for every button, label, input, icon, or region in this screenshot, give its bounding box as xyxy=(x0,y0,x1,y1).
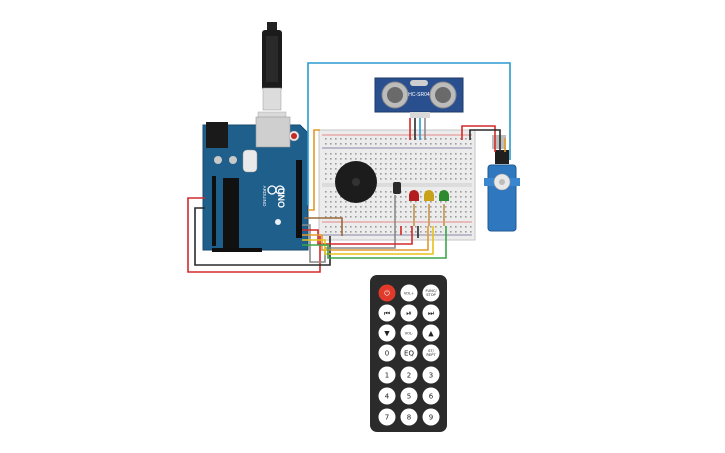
remote-button-label: EQ xyxy=(404,350,414,358)
remote-button-label: 2 xyxy=(407,372,411,380)
remote-button-label: 3 xyxy=(429,372,433,380)
remote-button-label: ⏮ xyxy=(384,310,390,318)
remote-button-five[interactable]: 5 xyxy=(400,387,418,405)
remote-button-label: ▼ xyxy=(384,330,390,338)
remote-button-up[interactable]: ▲ xyxy=(422,324,440,342)
ir-receiver xyxy=(393,182,401,194)
reset-button xyxy=(291,133,297,139)
remote-button-play-pause[interactable]: ⏯ xyxy=(400,304,418,322)
remote-button-one[interactable]: 1 xyxy=(378,366,396,384)
remote-button-label: 0 xyxy=(385,350,389,358)
remote-button-four[interactable]: 4 xyxy=(378,387,396,405)
remote-button-label: 4 xyxy=(385,393,390,401)
remote-button-label: VOL- xyxy=(405,331,414,335)
remote-button-label: ST/ xyxy=(428,349,434,353)
sensor-label: HC-SR04 xyxy=(408,92,430,98)
arduino-board: ARDUINO UNO xyxy=(202,116,309,252)
remote-button-func-stop[interactable]: FUNC/STOP xyxy=(422,284,440,302)
remote-button-three[interactable]: 3 xyxy=(422,366,440,384)
remote-button-label: 7 xyxy=(385,414,389,422)
arduino-model: UNO xyxy=(276,188,286,208)
remote-button-label: ⏭ xyxy=(428,310,435,318)
microcontroller-chip xyxy=(223,178,239,248)
wire-red-bottom xyxy=(187,197,321,273)
remote-button-two[interactable]: 2 xyxy=(400,366,418,384)
wire-black-servo xyxy=(469,129,501,152)
wire-gray xyxy=(302,195,396,263)
arduino-brand: ARDUINO xyxy=(262,186,267,207)
remote-button-label: ⏯ xyxy=(406,310,412,318)
wire-black-bottom xyxy=(194,207,331,266)
wires xyxy=(187,62,511,273)
remote-button-down[interactable]: ▼ xyxy=(378,324,396,342)
remote-button-label: 8 xyxy=(407,414,411,422)
remote-button-st-rept[interactable]: ST/REPT xyxy=(422,344,440,362)
remote-button-vol-plus[interactable]: VOL+ xyxy=(400,284,418,302)
remote-button-rewind[interactable]: ⏮ xyxy=(378,304,396,322)
wire-blue xyxy=(307,62,511,205)
digital-header xyxy=(296,160,302,238)
ultrasonic-sensor: HC-SR04 xyxy=(374,77,464,118)
remote-button-fast-forward[interactable]: ⏭ xyxy=(422,304,440,322)
wire-red-servo xyxy=(461,125,496,152)
buzzer xyxy=(335,161,377,203)
resistors xyxy=(413,204,445,226)
ir-remote: ⏻ VOL+ FUNC/STOP ⏮ ⏯ ⏭ ▼ VOL- ▲ 0 EQ ST/REPT 1 2 3 4 5 6 7… xyxy=(370,275,447,432)
remote-button-label: FUNC/ xyxy=(425,289,437,293)
remote-button-label: VOL+ xyxy=(404,291,414,295)
remote-button-seven[interactable]: 7 xyxy=(378,408,396,426)
remote-button-label: ⏻ xyxy=(384,290,390,298)
remote-button-label: 5 xyxy=(407,393,411,401)
crystal xyxy=(242,149,258,173)
remote-button-eight[interactable]: 8 xyxy=(400,408,418,426)
remote-button-eq[interactable]: EQ xyxy=(400,344,418,362)
remote-button-nine[interactable]: 9 xyxy=(422,408,440,426)
remote-button-label: ▲ xyxy=(428,330,434,338)
wire-brown xyxy=(304,217,343,236)
remote-button-six[interactable]: 6 xyxy=(422,387,440,405)
servo-motor xyxy=(484,135,520,232)
power-jack xyxy=(206,122,228,148)
wire-orange-led xyxy=(302,226,429,251)
wire-yellow-led xyxy=(302,226,434,255)
led-green xyxy=(439,190,449,201)
remote-button-label: 6 xyxy=(429,393,434,401)
led-red xyxy=(409,190,419,201)
wire-red-led xyxy=(302,226,413,245)
remote-button-vol-minus[interactable]: VOL- xyxy=(400,324,418,342)
remote-button-label: STOP xyxy=(426,293,436,297)
wire-orange-top xyxy=(308,129,320,211)
remote-button-label: 9 xyxy=(429,414,433,422)
wire-green-led xyxy=(302,226,447,259)
remote-button-label: REPT xyxy=(426,353,436,357)
usb-port xyxy=(255,116,291,148)
remote-button-label: 1 xyxy=(385,372,389,380)
remote-button-zero[interactable]: 0 xyxy=(378,344,396,362)
remote-button-power[interactable]: ⏻ xyxy=(378,284,396,302)
led-yellow xyxy=(424,190,434,201)
